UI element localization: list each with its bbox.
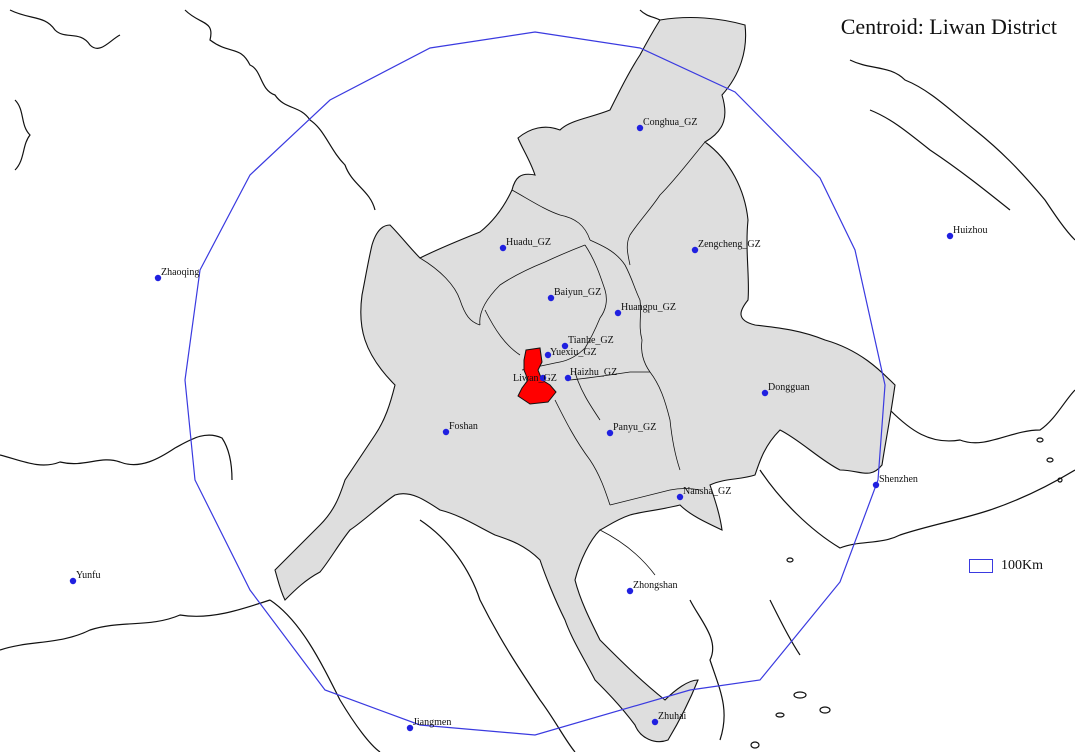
city-point-foshan <box>442 428 450 436</box>
city-label-liwan-gz: Liwan_GZ <box>513 373 557 384</box>
legend-label: 100Km <box>1001 558 1043 573</box>
city-point-zhongshan <box>626 587 634 595</box>
city-label-haizhu-gz: Haizhu_GZ <box>570 367 617 378</box>
city-point-huizhou <box>946 232 954 240</box>
city-label-tianhe-gz: Tianhe_GZ <box>568 335 614 346</box>
city-label-huadu-gz: Huadu_GZ <box>506 237 551 248</box>
legend-swatch <box>969 559 993 573</box>
city-point-yunfu <box>69 577 77 585</box>
city-label-yunfu: Yunfu <box>76 570 100 581</box>
city-label-conghua-gz: Conghua_GZ <box>643 117 697 128</box>
city-label-zengcheng-gz: Zengcheng_GZ <box>698 239 761 250</box>
city-point-conghua-gz <box>636 124 644 132</box>
city-label-shenzhen: Shenzhen <box>879 474 918 485</box>
city-markers: Conghua_GZ Huadu_GZ Zengcheng_GZ HuizhouZha… <box>69 117 987 732</box>
city-label-zhuhai: Zhuhai <box>658 711 687 722</box>
map-title: Centroid: Liwan District <box>840 14 1057 39</box>
city-point-zengcheng-gz <box>691 246 699 254</box>
city-point-yuexiu-gz <box>544 351 552 359</box>
city-point-dongguan <box>761 389 769 397</box>
city-label-zhongshan: Zhongshan <box>633 580 677 591</box>
buffer-ring-100km <box>184 31 886 736</box>
city-label-zhaoqing: Zhaoqing <box>161 267 199 278</box>
city-point-huangpu-gz <box>614 309 622 317</box>
city-point-haizhu-gz <box>564 374 572 382</box>
city-label-huizhou: Huizhou <box>953 225 987 236</box>
city-label-panyu-gz: Panyu_GZ <box>613 422 656 433</box>
city-point-zhuhai <box>651 718 659 726</box>
city-point-huadu-gz <box>499 244 507 252</box>
city-label-nansha-gz: Nansha_GZ <box>683 486 731 497</box>
city-label-dongguan: Dongguan <box>768 382 810 393</box>
pearl-river-delta-region <box>274 17 896 743</box>
city-label-foshan: Foshan <box>449 421 478 432</box>
city-label-baiyun-gz: Baiyun_GZ <box>554 287 601 298</box>
city-label-jiangmen: Jiangmen <box>413 717 451 728</box>
city-point-zhaoqing <box>154 274 162 282</box>
city-point-baiyun-gz <box>547 294 555 302</box>
legend: 100Km <box>969 558 1043 574</box>
islands <box>750 437 1063 749</box>
city-label-huangpu-gz: Huangpu_GZ <box>621 302 676 313</box>
city-point-shenzhen <box>872 481 880 489</box>
liwan-district-highlight <box>517 347 557 405</box>
city-label-yuexiu-gz: Yuexiu_GZ <box>550 347 597 358</box>
district-boundaries <box>419 141 706 576</box>
city-point-panyu-gz <box>606 429 614 437</box>
city-point-nansha-gz <box>676 493 684 501</box>
city-point-tianhe-gz <box>561 342 569 350</box>
city-point-jiangmen <box>406 724 414 732</box>
city-point-liwan-gz <box>539 374 547 382</box>
